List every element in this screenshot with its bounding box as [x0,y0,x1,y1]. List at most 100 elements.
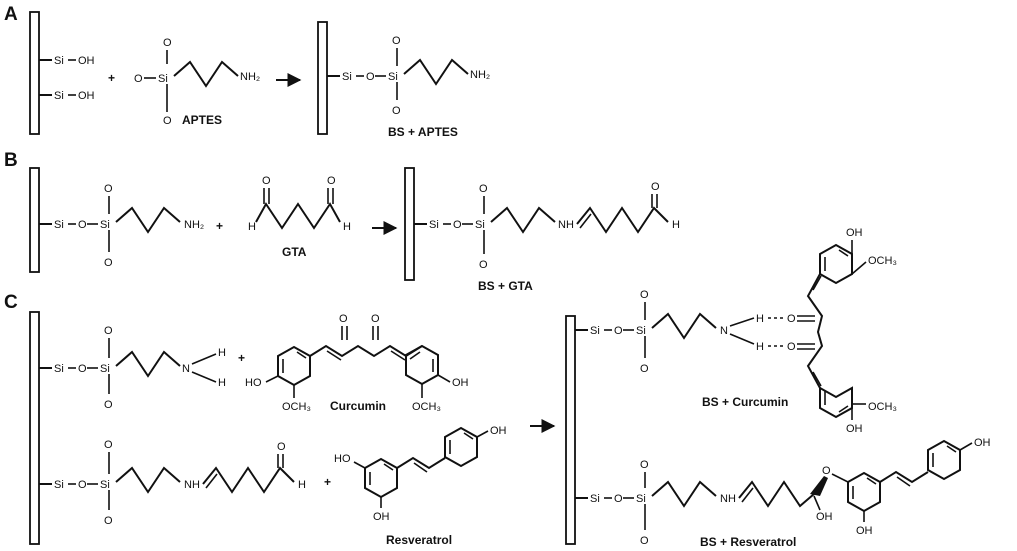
resveratrol-bound-structure [831,439,973,522]
curcumin-structure [265,326,451,398]
oxygen-atom: O [366,71,375,83]
label-bs-resveratrol: BS + Resveratrol [700,535,796,549]
amine-group: NH₂ [184,219,204,231]
oxygen-atom: O [822,465,831,477]
oxygen-atom: O [163,37,172,49]
imine-nitrogen: NH [720,493,736,505]
oxygen-atom: O [339,313,348,325]
si-atom: Si [54,90,64,102]
label-gta: GTA [282,245,307,259]
oxygen-atom: O [78,219,87,231]
nitrogen-atom: N [182,363,190,375]
silica-surface-c [29,311,40,545]
oxygen-atom: O [104,399,113,411]
hydrogen-atom: H [343,221,351,233]
hydrogen-atom: H [756,341,764,353]
si-atom: Si [54,363,64,375]
nitrogen-atom: N [720,325,728,337]
si-atom: Si [54,219,64,231]
plus-sign: + [324,475,331,489]
hydrogen-atom: H [218,377,226,389]
hydroxyl-group: OH [846,227,863,239]
hydroxyl-group: OH [78,55,95,67]
label-resveratrol: Resveratrol [386,533,452,547]
oxygen-atom: O [78,479,87,491]
curcumin-bound-structure [797,240,867,420]
si-atom: Si [342,71,352,83]
imine-nitrogen: NH [184,479,200,491]
si-atom: Si [388,71,398,83]
si-atom: Si [54,479,64,491]
hydroxyl-group: HO [245,377,262,389]
oxygen-atom: O [371,313,380,325]
hydrogen-atom: H [248,221,256,233]
oxygen-atom: O [392,105,401,117]
panel-label-b: B [4,150,18,171]
label-curcumin: Curcumin [330,399,386,413]
oxygen-atom: O [392,35,401,47]
oxygen-atom: O [104,325,113,337]
hydroxyl-group: OH [490,425,507,437]
oxygen-atom: O [453,219,462,231]
silica-surface-a-product [317,21,328,135]
hydroxyl-group: OH [816,511,833,523]
oxygen-atom: O [262,175,271,187]
si-atom: Si [100,219,110,231]
si-atom: Si [475,219,485,231]
hydroxyl-group: OH [78,90,95,102]
panel-label-a: A [4,4,18,25]
oxygen-atom: O [134,73,143,85]
hydrogen-atom: H [298,479,306,491]
hydroxyl-group: OH [974,437,991,449]
si-atom: Si [636,325,646,337]
hydroxyl-group: OH [373,511,390,523]
si-atom: Si [590,493,600,505]
silica-surface-b [29,167,40,273]
hydrogen-atom: H [756,313,764,325]
oxygen-atom: O [78,363,87,375]
hydroxyl-group: OH [452,377,469,389]
label-bs-aptes: BS + APTES [388,125,458,139]
oxygen-atom: O [787,313,796,325]
resveratrol-structure [353,426,489,508]
oxygen-atom: O [327,175,336,187]
amine-group: NH₂ [470,69,490,81]
si-atom: Si [100,363,110,375]
oxygen-atom: O [640,459,649,471]
oxygen-atom: O [640,363,649,375]
oxygen-atom: O [640,289,649,301]
methoxy-group: OCH₃ [868,401,897,413]
plus-sign: + [238,351,245,365]
oxygen-atom: O [640,535,649,547]
oxygen-atom: O [104,257,113,269]
silica-surface-a [29,11,40,135]
amine-group: NH₂ [240,71,260,83]
si-atom: Si [590,325,600,337]
si-atom: Si [158,73,168,85]
imine-nitrogen: NH [558,219,574,231]
plus-sign: + [108,71,115,85]
oxygen-atom: O [163,115,172,127]
label-aptes: APTES [182,113,222,127]
plus-sign: + [216,219,223,233]
oxygen-atom: O [614,493,623,505]
si-atom: Si [100,479,110,491]
si-atom: Si [54,55,64,67]
oxygen-atom: O [104,439,113,451]
methoxy-group: OCH₃ [412,401,441,413]
oxygen-atom: O [104,515,113,527]
si-atom: Si [429,219,439,231]
label-bs-gta: BS + GTA [478,279,533,293]
label-bs-curcumin: BS + Curcumin [702,395,788,409]
hydroxyl-group: OH [846,423,863,435]
oxygen-atom: O [651,181,660,193]
hydroxyl-group: OH [856,525,873,537]
oxygen-atom: O [479,183,488,195]
methoxy-group: OCH₃ [868,255,897,267]
oxygen-atom: O [479,259,488,271]
silica-surface-c-product [565,315,576,545]
silica-surface-b-product [404,167,415,281]
hydrogen-atom: H [672,219,680,231]
oxygen-atom: O [104,183,113,195]
